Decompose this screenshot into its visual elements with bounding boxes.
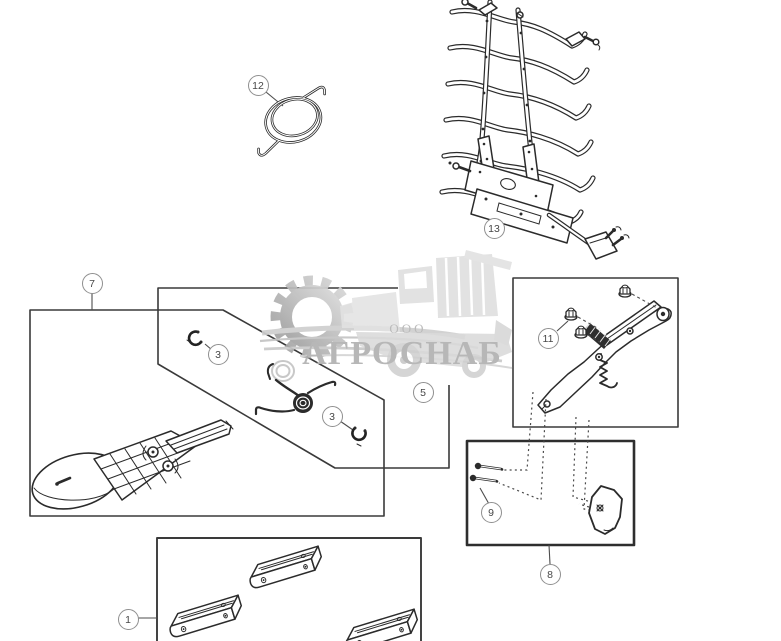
callout-5-label: 5 (420, 386, 426, 399)
callout-9-label: 9 (488, 506, 494, 519)
callout-13-label: 13 (488, 222, 500, 235)
callout-9[interactable]: 9 (480, 501, 502, 523)
part-12-coil-spring[interactable] (245, 85, 339, 158)
callout-3b-label: 3 (329, 410, 335, 423)
group-box-7 (29, 309, 385, 517)
callout-13[interactable]: 13 (483, 217, 505, 239)
callout-8-label: 8 (547, 568, 553, 581)
callout-3b[interactable]: 3 (321, 405, 343, 427)
group-box-11 (512, 277, 679, 428)
part-13-tine-grid-assembly[interactable] (442, 0, 630, 260)
callout-8[interactable]: 8 (539, 563, 561, 585)
watermark: ООО АГРОСНАБ (259, 250, 513, 378)
part-3-e-clip-upper[interactable] (186, 330, 203, 347)
callout-12[interactable]: 12 (247, 74, 269, 96)
part-torsion-spring[interactable] (254, 360, 337, 416)
part-9-bolts[interactable] (468, 461, 505, 485)
part-11-lever-assembly[interactable] (537, 284, 672, 414)
watermark-harvester-icon (340, 250, 512, 378)
callout-5[interactable]: 5 (412, 381, 434, 403)
watermark-company-prefix: ООО (389, 321, 426, 336)
callout-3a[interactable]: 3 (207, 343, 229, 365)
group-box-5 (157, 287, 450, 469)
part-1-mounting-bars[interactable] (165, 545, 422, 641)
group-box-1 (156, 537, 422, 641)
callout-3a-label: 3 (215, 348, 221, 361)
group-box-8 (465, 439, 636, 547)
watermark-company-name: АГРОСНАБ (302, 335, 502, 372)
part-3-e-clip-lower[interactable] (351, 426, 367, 447)
callout-1[interactable]: 1 (117, 608, 139, 630)
callout-1-label: 1 (125, 613, 131, 626)
callout-11-label: 11 (542, 332, 554, 345)
part-8-shield-plate[interactable] (588, 485, 623, 535)
part-7-pedal-assembly[interactable] (26, 419, 234, 518)
callout-11[interactable]: 11 (537, 327, 559, 349)
callout-7[interactable]: 7 (81, 272, 103, 294)
callout-12-label: 12 (252, 79, 264, 92)
callout-7-label: 7 (89, 277, 95, 290)
